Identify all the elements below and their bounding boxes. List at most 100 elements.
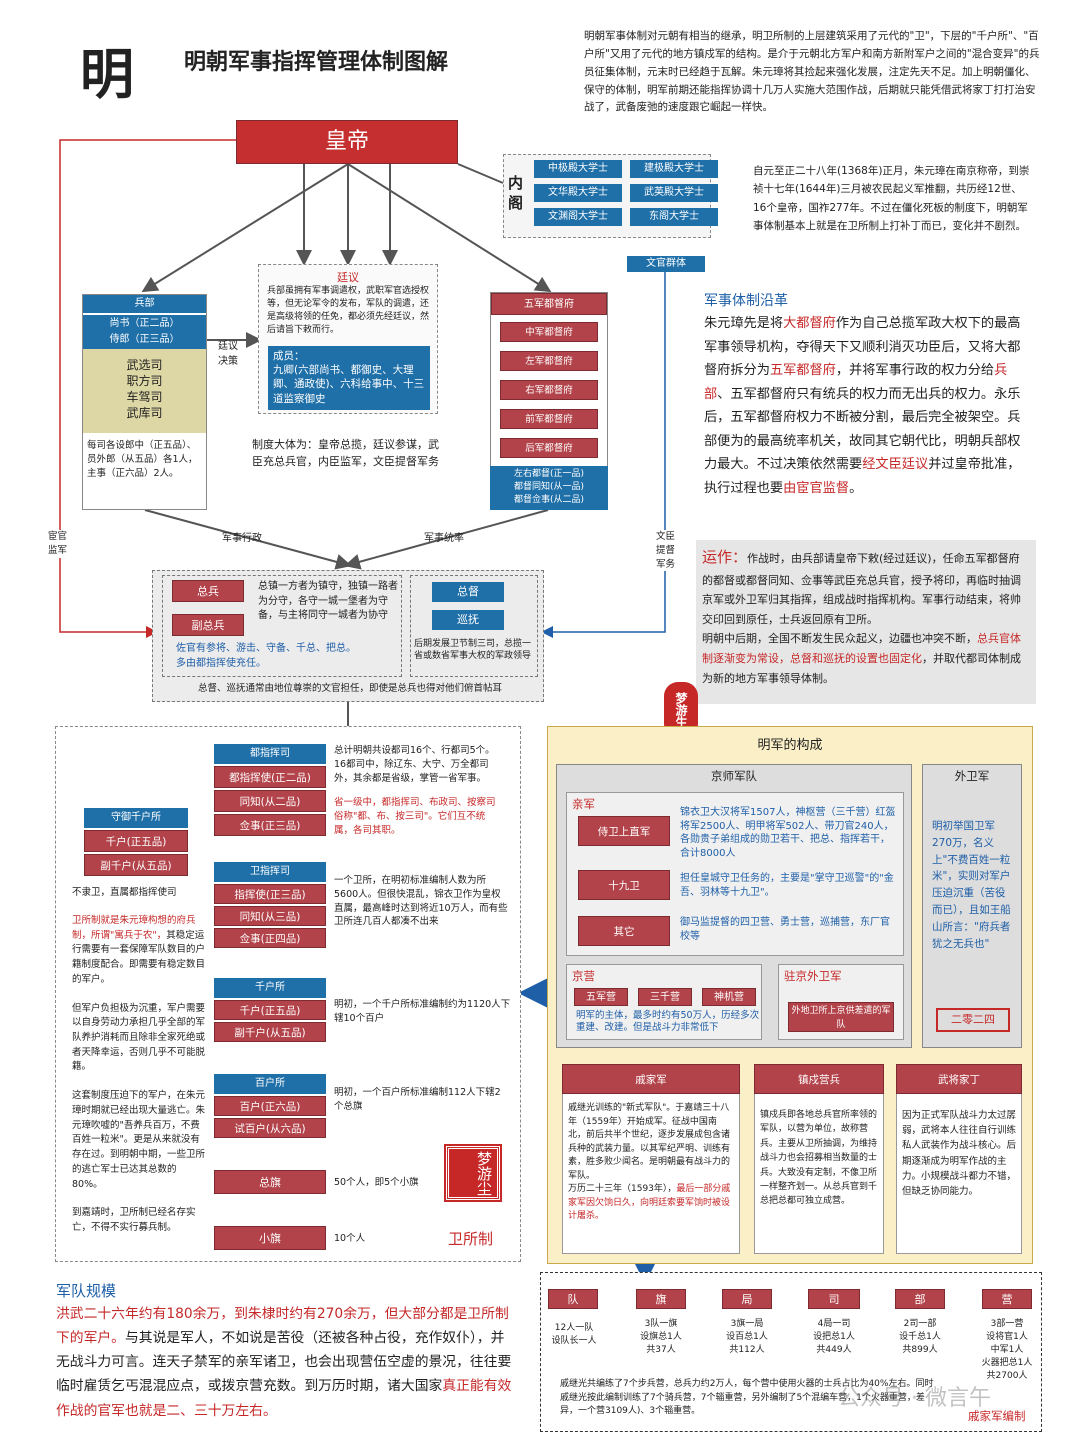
dzhs-title: 都指挥司 xyxy=(214,744,326,764)
waiwei-title: 外卫军 xyxy=(954,769,990,783)
org-unit-4: 司 xyxy=(808,1289,860,1309)
jingying-j1: 五军营 xyxy=(574,988,628,1006)
baihu-b: 试百户(从六品) xyxy=(214,1118,326,1138)
reform-p6: 。 xyxy=(849,480,863,496)
dzhs-block: 都指挥司 都指挥使(正二品) 同知(从二品) 佥事(正三品) xyxy=(214,744,326,844)
zongdu-note: 后期发展卫节制三司，总揽一省或数省军事大权的军政领导 xyxy=(414,639,532,662)
scale-b1: 与其说是军人，不如说是苦役（还被各种占役，充作奴仆），并无战斗力可言。连天子禁军… xyxy=(56,1330,512,1395)
page-title: 明朝军事指挥管理体制图解 xyxy=(184,50,449,75)
org-note: 戚继光共编练了7个步兵营，总兵力约2万人，每个营中使用火器的士兵占比为40%左右… xyxy=(560,1379,934,1416)
qinjun-q1-desc: 锦衣卫大汉将军1507人，神枢营（三千营）红盔将军2500人、明甲将军502人、… xyxy=(680,807,896,859)
reform-h5: 由宦官监督 xyxy=(783,480,850,496)
org-desc-1: 12人一队 设队长一人 xyxy=(551,1323,597,1347)
system-note: 制度大体为：皇帝总揽，廷议参谋，武臣充总兵官，内臣监军，文臣提督军务 xyxy=(252,438,439,469)
org-desc-4: 4局一司 设把总1人 共449人 xyxy=(813,1319,855,1356)
qi-text2b: 最后一部分戚家军因欠饷日久，向明廷索要军饷时被设计屠杀。 xyxy=(568,1184,731,1221)
zongbing-inner xyxy=(162,575,402,677)
weizhs-a: 指挥使(正三品) xyxy=(214,884,326,904)
members-title: 成员： xyxy=(273,350,305,362)
eunuch-label: 宦官 监军 xyxy=(48,530,68,558)
jiading-text: 因为正式军队战斗力太过孱弱，武将本人往往自行训练私人武装作为战斗核心。后期逐渐成… xyxy=(902,1110,1017,1197)
reform-p1: 朱元璋先是将 xyxy=(704,316,784,331)
xiaoqi-box: 小旗 xyxy=(214,1226,326,1250)
dept-wuxuan: 武选司 xyxy=(126,358,163,372)
shouyu-a: 千户(正五品) xyxy=(84,830,188,852)
tingyi-text: 兵部虽拥有军事调遣权，武职军官选授权等，但无论军令的发布，军队的调遣，还是高级将… xyxy=(267,286,430,336)
fu-zongbing-box: 副总兵 xyxy=(172,614,244,636)
zongbing-box: 总兵 xyxy=(172,580,244,602)
zhujing-title: 驻京外卫军 xyxy=(784,969,842,983)
org-desc-2: 3队一旗 设旗总1人 共37人 xyxy=(640,1319,682,1356)
shouyu-block: 守御千户所 千户(正五品) 副千户(从五品) xyxy=(84,808,188,878)
jiading-title: 武将家丁 xyxy=(896,1064,1022,1094)
baihu-title: 百户所 xyxy=(214,1074,326,1094)
scale-r1: 洪武二十六年约有180余万，到朱棣时约有270余万，但大部分都是卫所制下的军户。 xyxy=(56,1306,509,1347)
zhenshu-text: 镇戍兵即各地总兵官所率领的军队，以营为单位，故称营兵。主要从卫所抽调，为维持战斗… xyxy=(760,1110,878,1207)
xunfu-box: 巡抚 xyxy=(432,610,504,630)
neige-item-3: 文华殿大学士 xyxy=(534,184,622,202)
stamp-mengyouchen: 梦游尘 xyxy=(444,1144,502,1202)
qinjun-q1: 侍卫上直军 xyxy=(578,816,670,846)
scale-r2: 真正能有效作战的官军也就是二、三十万左右。 xyxy=(56,1378,512,1419)
shouyu-title: 守御千户所 xyxy=(84,808,188,828)
org-desc-6: 3部一营 设将官1人 中军1人 火器把总1人 共2700人 xyxy=(981,1319,1033,1382)
reform-h4: 经文臣廷议 xyxy=(862,457,929,472)
weizhs-c: 佥事(正四品) xyxy=(214,928,326,948)
reform-text: 朱元璋先是将大都督府作为自己总揽军政大权下的最高军事领导机构，夺得天下又顺利消灭… xyxy=(704,312,1032,500)
baihu-block: 百户所 百户(正六品) 试百户(从六品) xyxy=(214,1074,326,1142)
org-unit-6: 营 xyxy=(982,1289,1032,1309)
qinjun-q3: 其它 xyxy=(578,916,670,946)
wujun-item-5: 后军都督府 xyxy=(500,438,598,458)
qianhu-a: 千户(正五品) xyxy=(214,1000,326,1020)
shouyu-b: 副千户(从五品) xyxy=(84,854,188,876)
waiwei-stamp: 二零二四 xyxy=(936,1008,1010,1032)
org-desc-3: 3旗一局 设百总1人 共112人 xyxy=(726,1319,768,1356)
members-text: 九卿(六部尚书、都御史、大理卿、通政使)、六科给事中、十三道监察御史 xyxy=(273,364,425,405)
bingbu-officials: 尚书（正二品） 侍郎（正三品） xyxy=(83,315,206,349)
org-unit-2: 旗 xyxy=(636,1289,686,1309)
qi-text2a: 万历二十三年（1593年）， xyxy=(568,1184,677,1194)
wujun-item-4: 前军都督府 xyxy=(500,409,598,429)
zhujing-box: 外地卫所上京供差遣的军队 xyxy=(788,1002,894,1032)
wujun-item-1: 中军都督府 xyxy=(500,322,598,342)
reform-p3: ，并将军事行政的权力分给 xyxy=(835,363,995,378)
civil-officials-label: 文官群体 xyxy=(627,256,705,272)
tingyi-members: 成员： 九卿(六部尚书、都御史、大理卿、通政使)、六科给事中、十三道监察御史 xyxy=(268,346,430,410)
qinjun-title: 亲军 xyxy=(572,797,595,811)
qinjun-q2-desc: 担任皇城守卫任务的，主要是"掌守卫巡警"的"金吾、羽林等十九卫"。 xyxy=(680,873,894,898)
zongdu-box: 总督 xyxy=(432,582,504,602)
wujun-officials: 左右都督(正一品) 都督同知(从一品) 都督佥事(从二品) xyxy=(490,466,608,510)
dept-wuku: 武库司 xyxy=(126,406,163,420)
jingying-title: 京营 xyxy=(572,969,595,983)
shouyu-note: 不隶卫，直属都指挥使司 xyxy=(72,887,177,898)
reform-h1: 大都督府 xyxy=(783,316,836,331)
bingbu-panel: 兵部 尚书（正二品） 侍郎（正三品） 武选司 职方司 车驾司 武库司 每司各设郎… xyxy=(82,294,207,510)
org-unit-3: 局 xyxy=(722,1289,772,1309)
neige-item-1: 中极殿大学士 xyxy=(534,160,622,178)
neige-item-2: 建极殿大学士 xyxy=(630,160,718,178)
dept-chejia: 车驾司 xyxy=(126,390,163,404)
watermark: 公众号 · 微言午 xyxy=(838,1386,991,1411)
qijiajun-title: 戚家军 xyxy=(562,1064,740,1094)
yunzuo-p2a: 明朝中后期，全国不断发生民众起义，边疆也冲突不断， xyxy=(702,632,977,646)
reform-title: 军事体制沿革 xyxy=(704,293,788,309)
weizhs-block: 卫指挥司 指挥使(正三品) 同知(从三品) 佥事(正四品) xyxy=(214,862,326,952)
emperor-box: 皇帝 xyxy=(236,120,458,164)
yunzuo-p2h: 总兵官体制逐渐变为常设，总督和巡抚的设置也固定化 xyxy=(702,632,1021,665)
bingbu-title: 兵部 xyxy=(83,295,206,313)
yunzuo-panel: 运作：作战时，由兵部请皇帝下敕(经过廷议)，任命五军都督府的都督或都督同知、佥事… xyxy=(696,540,1036,704)
org-unit-5: 部 xyxy=(895,1289,945,1309)
yunzuo-title: 运作： xyxy=(702,548,748,566)
bingbu-depts: 武选司 职方司 车驾司 武库司 xyxy=(83,349,206,433)
dzhs-a: 都指挥使(正二品) xyxy=(214,766,326,788)
wujun-item-3: 右军都督府 xyxy=(500,380,598,400)
neige-item-4: 武英殿大学士 xyxy=(630,184,718,202)
baihu-note: 明初，一个百户所标准编制112人下辖2个总旗 xyxy=(334,1087,501,1112)
qinjun-q2: 十九卫 xyxy=(578,870,670,900)
wujun-title: 五军都督府 xyxy=(491,293,607,315)
neige-item-6: 东阁大学士 xyxy=(630,208,718,226)
dzhs-c: 佥事(正三品) xyxy=(214,814,326,836)
weizhs-b: 同知(从三品) xyxy=(214,906,326,926)
waiwei-panel xyxy=(922,764,1022,1048)
jingying-j3: 神机营 xyxy=(702,988,756,1006)
